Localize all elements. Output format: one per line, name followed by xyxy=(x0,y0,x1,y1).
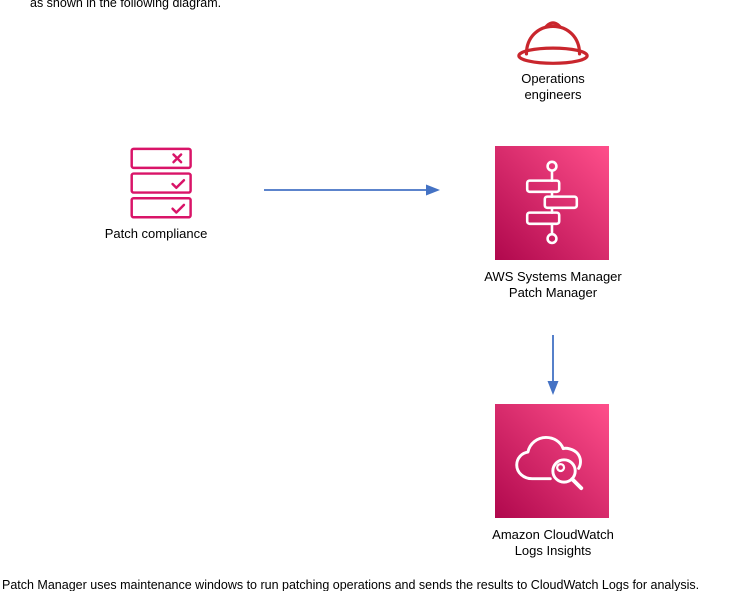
cloud-search-icon xyxy=(515,435,584,490)
arrow-down-icon xyxy=(547,335,559,395)
cloudwatch-square xyxy=(495,404,609,518)
cropped-top-text: as shown in the following diagram. xyxy=(30,0,222,10)
cloudwatch-label-line1: Amazon CloudWatch xyxy=(492,527,614,542)
cloudwatch-label: Amazon CloudWatch Logs Insights xyxy=(468,527,638,558)
workflow-automation-icon xyxy=(525,160,579,245)
systems-manager-label-line2: Patch Manager xyxy=(508,284,598,300)
checklist-figure xyxy=(124,146,204,227)
checklist-icon xyxy=(130,147,192,219)
systems-manager-label: AWS Systems Manager Patch Manager xyxy=(468,269,638,300)
cloudwatch-label-line2: Logs Insights xyxy=(514,542,592,558)
cropped-bottom-text: Patch Manager uses maintenance windows t… xyxy=(2,578,700,591)
persona-label-line1: Operations xyxy=(521,71,585,86)
persona-label-line2: engineers xyxy=(524,86,582,102)
systems-manager-label-line1: AWS Systems Manager xyxy=(484,269,622,284)
systems-manager-square xyxy=(495,146,609,260)
arrow-right-icon xyxy=(264,184,440,196)
hardhat-icon xyxy=(517,21,589,65)
persona-figure xyxy=(515,14,591,74)
checklist-label: Patch compliance xyxy=(104,226,208,241)
persona-label: Operations engineers xyxy=(478,71,628,102)
